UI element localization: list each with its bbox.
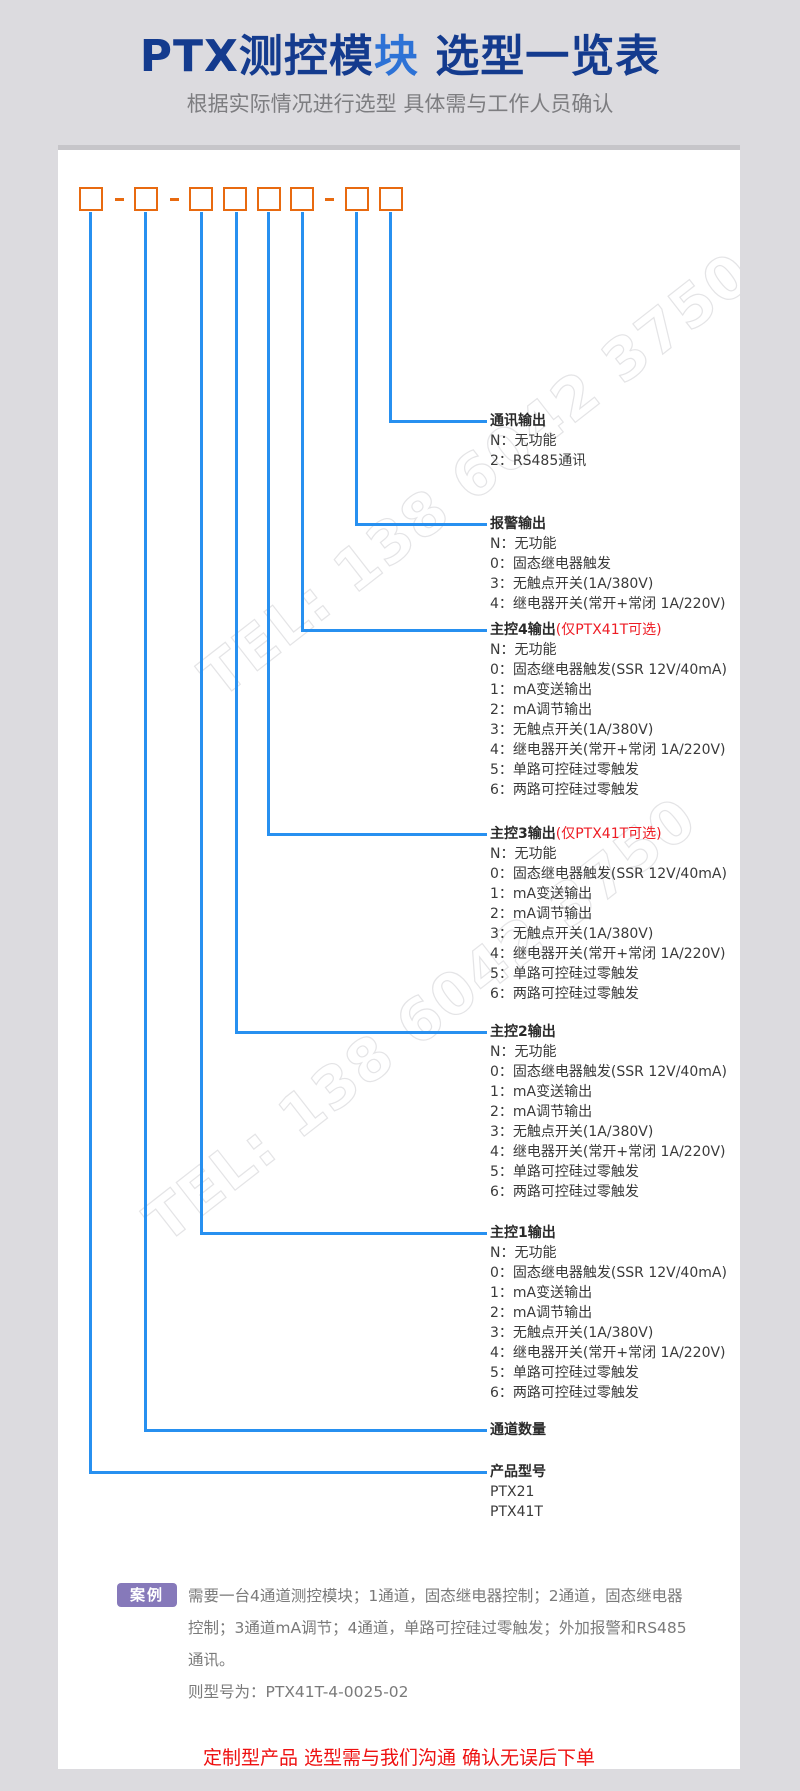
option-item: 0：固态继电器触发 bbox=[490, 556, 611, 572]
option-item: 6：两路可控硅过零触发 bbox=[490, 782, 639, 798]
card-top-border bbox=[58, 145, 740, 151]
code-dash bbox=[170, 198, 179, 201]
option-item: 0：固态继电器触发(SSR 12V/40mA) bbox=[490, 662, 727, 678]
connector-comm bbox=[389, 212, 392, 422]
code-box-product bbox=[79, 187, 103, 211]
group-main3-output: 主控3输出(仅PTX41T可选) N：无功能 0：固态继电器触发(SSR 12V… bbox=[490, 824, 727, 1004]
code-box-main3 bbox=[257, 187, 281, 211]
option-item: 2：mA调节输出 bbox=[490, 702, 593, 718]
group-main4-output: 主控4输出(仅PTX41T可选) N：无功能 0：固态继电器触发(SSR 12V… bbox=[490, 620, 727, 800]
option-item: 3：无触点开关(1A/380V) bbox=[490, 722, 654, 738]
option-item: 5：单路可控硅过零触发 bbox=[490, 1164, 639, 1180]
option-item: 5：单路可控硅过零触发 bbox=[490, 1365, 639, 1381]
option-item: 2：RS485通讯 bbox=[490, 453, 587, 469]
group-title: 报警输出 bbox=[490, 516, 546, 532]
group-title: 主控4输出(仅PTX41T可选) bbox=[490, 622, 662, 638]
group-title: 主控2输出 bbox=[490, 1024, 556, 1040]
code-box-main4 bbox=[290, 187, 314, 211]
connector-main2 bbox=[235, 212, 238, 1033]
connector-main3-h bbox=[267, 833, 487, 836]
title-text: PTX测控模 bbox=[139, 31, 374, 82]
option-item: 1：mA变送输出 bbox=[490, 1084, 593, 1100]
connector-main4-h bbox=[301, 629, 487, 632]
selection-card: TEL: 138 6042 3750 TEL: 138 6042 3750 通讯… bbox=[58, 150, 740, 1769]
option-item: N：无功能 bbox=[490, 536, 557, 552]
option-item: 2：mA调节输出 bbox=[490, 906, 593, 922]
option-item: 2：mA调节输出 bbox=[490, 1305, 593, 1321]
case-example: 需要一台4通道测控模块；1通道，固态继电器控制；2通道，固态继电器控制；3通道m… bbox=[188, 1580, 688, 1708]
page-title: PTX测控模块 选型一览表 bbox=[0, 20, 800, 84]
connector-product bbox=[89, 212, 92, 1473]
group-channel-count: 通道数量 bbox=[490, 1420, 546, 1440]
option-item: 3：无触点开关(1A/380V) bbox=[490, 926, 654, 942]
code-box-main2 bbox=[223, 187, 247, 211]
option-item: 1：mA变送输出 bbox=[490, 682, 593, 698]
option-item: 6：两路可控硅过零触发 bbox=[490, 1184, 639, 1200]
connector-main1-h bbox=[200, 1232, 487, 1235]
ptx41t-only-note: (仅PTX41T可选) bbox=[555, 826, 662, 842]
option-item: 6：两路可控硅过零触发 bbox=[490, 1385, 639, 1401]
code-dash bbox=[115, 198, 124, 201]
ptx41t-only-note: (仅PTX41T可选) bbox=[555, 622, 662, 638]
group-title: 主控3输出(仅PTX41T可选) bbox=[490, 826, 662, 842]
code-box-alarm bbox=[345, 187, 369, 211]
group-product-model: 产品型号 PTX21 PTX41T bbox=[490, 1462, 546, 1522]
page-subtitle: 根据实际情况进行选型 具体需与工作人员确认 bbox=[186, 92, 614, 116]
group-title: 产品型号 bbox=[490, 1464, 546, 1480]
option-item: 0：固态继电器触发(SSR 12V/40mA) bbox=[490, 1064, 727, 1080]
option-item: 3：无触点开关(1A/380V) bbox=[490, 1325, 654, 1341]
connector-main2-h bbox=[235, 1031, 487, 1034]
title-suffix: 选型一览表 bbox=[418, 31, 661, 82]
option-item: N：无功能 bbox=[490, 846, 557, 862]
connector-main3 bbox=[267, 212, 270, 835]
option-item: 4：继电器开关(常开+常闭 1A/220V) bbox=[490, 1144, 726, 1160]
case-description: 需要一台4通道测控模块；1通道，固态继电器控制；2通道，固态继电器控制；3通道m… bbox=[188, 1587, 687, 1669]
connector-main1 bbox=[200, 212, 203, 1234]
option-item: PTX21 bbox=[490, 1484, 535, 1500]
option-item: N：无功能 bbox=[490, 433, 557, 449]
group-title: 通道数量 bbox=[490, 1422, 546, 1438]
case-result: 则型号为：PTX41T-4-0025-02 bbox=[188, 1683, 409, 1701]
group-alarm-output: 报警输出 N：无功能 0：固态继电器触发 3：无触点开关(1A/380V) 4：… bbox=[490, 514, 726, 614]
option-item: 0：固态继电器触发(SSR 12V/40mA) bbox=[490, 866, 727, 882]
code-box-main1 bbox=[189, 187, 213, 211]
option-item: 5：单路可控硅过零触发 bbox=[490, 966, 639, 982]
case-badge: 案例 bbox=[117, 1583, 177, 1607]
code-box-channels bbox=[134, 187, 158, 211]
group-title: 主控1输出 bbox=[490, 1225, 556, 1241]
option-item: 4：继电器开关(常开+常闭 1A/220V) bbox=[490, 596, 726, 612]
connector-alarm-h bbox=[355, 523, 487, 526]
connector-product-h bbox=[89, 1471, 487, 1474]
footer-note: 定制型产品 选型需与我们沟通 确认无误后下单 bbox=[202, 1747, 596, 1769]
option-item: N：无功能 bbox=[490, 1245, 557, 1261]
option-item: PTX41T bbox=[490, 1504, 543, 1520]
group-comm-output: 通讯输出 N：无功能 2：RS485通讯 bbox=[490, 411, 586, 471]
option-item: 6：两路可控硅过零触发 bbox=[490, 986, 639, 1002]
code-dash bbox=[325, 198, 334, 201]
option-item: 3：无触点开关(1A/380V) bbox=[490, 576, 654, 592]
option-item: 1：mA变送输出 bbox=[490, 886, 593, 902]
connector-channels bbox=[144, 212, 147, 1431]
option-item: N：无功能 bbox=[490, 1044, 557, 1060]
connector-channels-h bbox=[144, 1429, 487, 1432]
option-item: 0：固态继电器触发(SSR 12V/40mA) bbox=[490, 1265, 727, 1281]
option-item: 3：无触点开关(1A/380V) bbox=[490, 1124, 654, 1140]
connector-main4 bbox=[301, 212, 304, 631]
group-title: 通讯输出 bbox=[490, 413, 546, 429]
option-item: 4：继电器开关(常开+常闭 1A/220V) bbox=[490, 742, 726, 758]
group-main1-output: 主控1输出 N：无功能 0：固态继电器触发(SSR 12V/40mA) 1：mA… bbox=[490, 1223, 727, 1403]
title-highlight: 块 bbox=[373, 31, 419, 82]
connector-alarm bbox=[355, 212, 358, 525]
connector-comm-h bbox=[389, 420, 487, 423]
option-item: N：无功能 bbox=[490, 642, 557, 658]
option-item: 4：继电器开关(常开+常闭 1A/220V) bbox=[490, 946, 726, 962]
option-item: 5：单路可控硅过零触发 bbox=[490, 762, 639, 778]
option-item: 1：mA变送输出 bbox=[490, 1285, 593, 1301]
option-item: 2：mA调节输出 bbox=[490, 1104, 593, 1120]
group-main2-output: 主控2输出 N：无功能 0：固态继电器触发(SSR 12V/40mA) 1：mA… bbox=[490, 1022, 727, 1202]
option-item: 4：继电器开关(常开+常闭 1A/220V) bbox=[490, 1345, 726, 1361]
code-box-comm bbox=[379, 187, 403, 211]
